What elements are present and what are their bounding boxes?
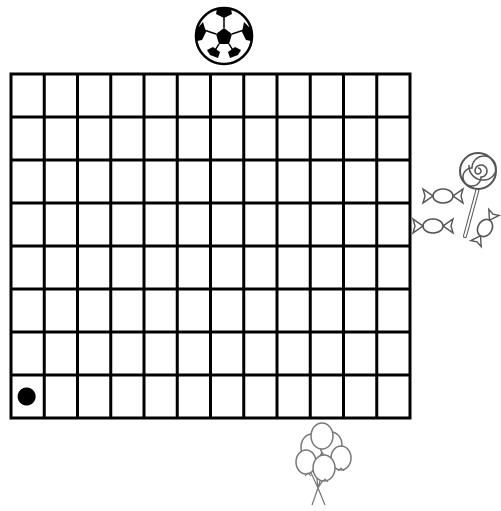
- game-grid: [11, 74, 410, 418]
- player-token[interactable]: [18, 388, 36, 406]
- candy-icon: [413, 153, 500, 247]
- balloons-icon: [296, 423, 351, 505]
- soccer-ball-icon: [196, 8, 252, 64]
